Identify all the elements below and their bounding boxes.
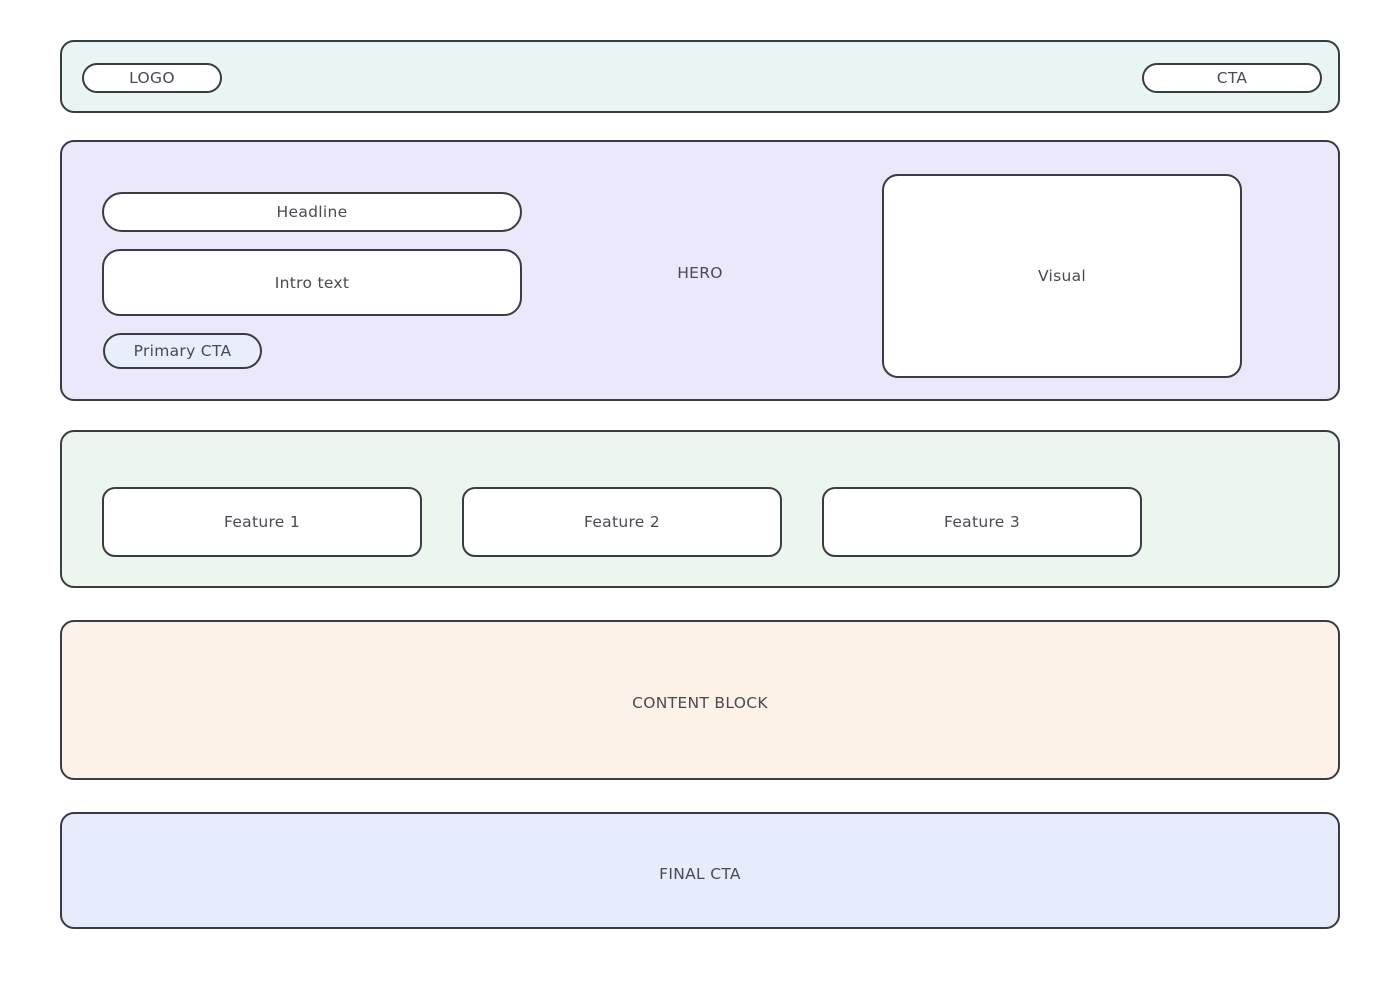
final-cta-label: FINAL CTA [659, 865, 741, 883]
content-block-section: CONTENT BLOCK [60, 620, 1340, 780]
hero-visual-placeholder: Visual [882, 174, 1242, 378]
feature-card[interactable]: Feature 2 [462, 487, 782, 557]
hero-section: Headline Intro text Primary CTA HERO Vis… [60, 140, 1340, 401]
features-section: Feature 1 Feature 2 Feature 3 [60, 430, 1340, 588]
header-section: LOGO CTA [60, 40, 1340, 113]
final-cta-section: FINAL CTA [60, 812, 1340, 929]
hero-headline-placeholder: Headline [102, 192, 522, 232]
hero-section-label: HERO [677, 264, 723, 282]
hero-intro-text-placeholder: Intro text [102, 249, 522, 316]
header-cta-button[interactable]: CTA [1142, 63, 1322, 93]
feature-card[interactable]: Feature 3 [822, 487, 1142, 557]
logo-placeholder[interactable]: LOGO [82, 63, 222, 93]
feature-card[interactable]: Feature 1 [102, 487, 422, 557]
content-block-label: CONTENT BLOCK [632, 694, 768, 712]
hero-primary-cta-button[interactable]: Primary CTA [103, 333, 262, 369]
